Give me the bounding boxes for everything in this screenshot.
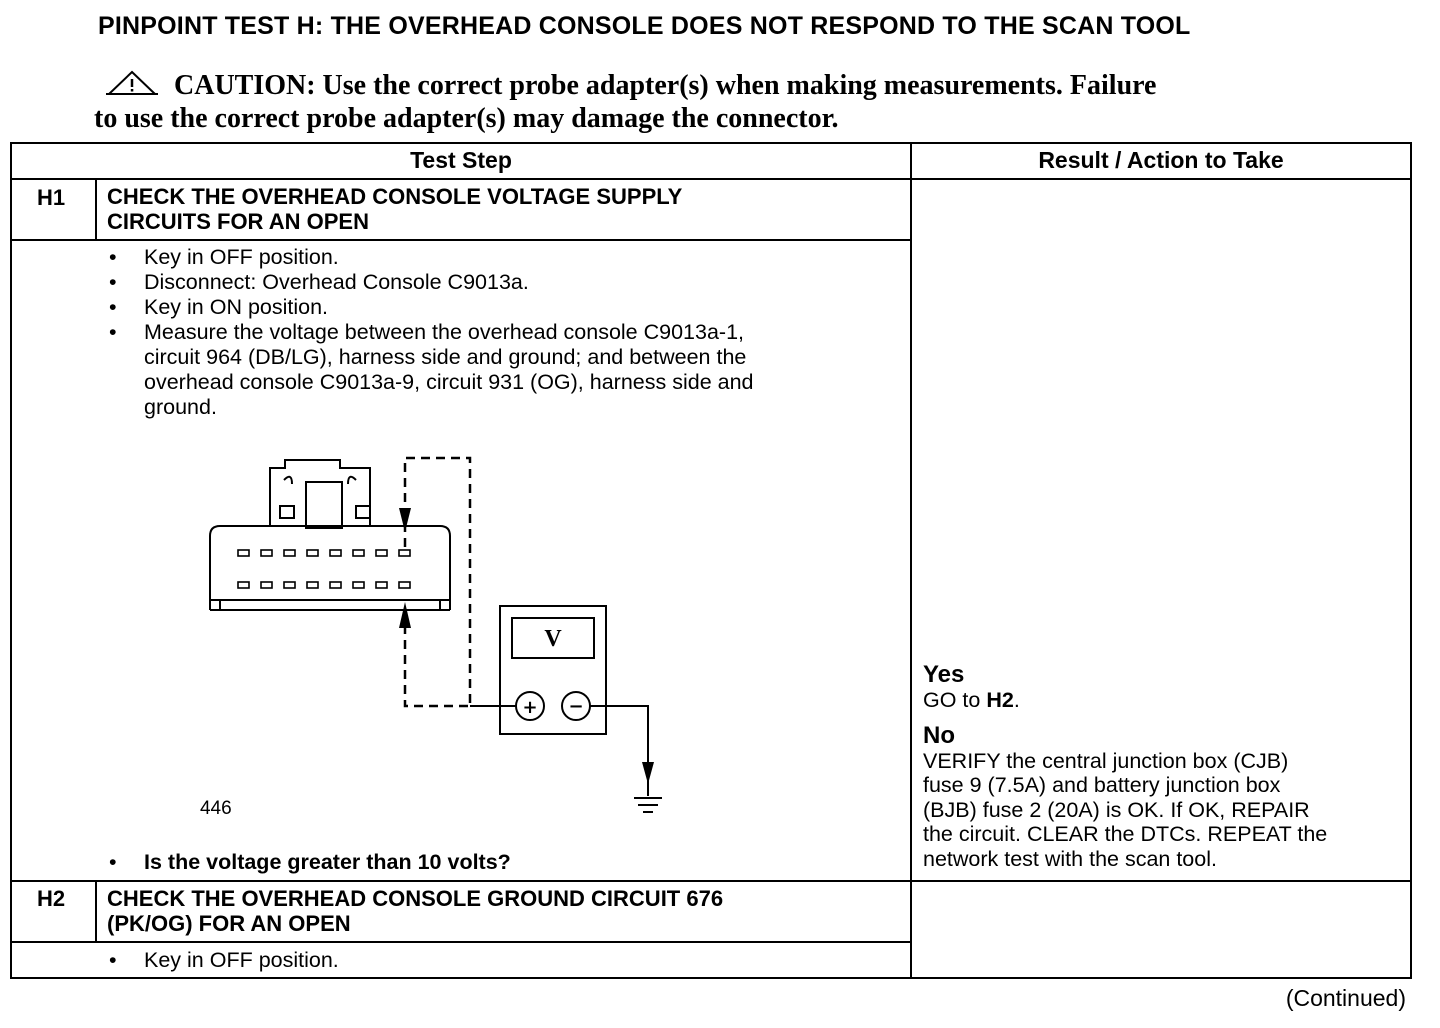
step-id-h1: H1: [37, 185, 66, 210]
step-title-h2-line2: (PK/OG) FOR AN OPEN: [107, 911, 351, 936]
page-title: PINPOINT TEST H: THE OVERHEAD CONSOLE DO…: [98, 12, 1191, 40]
list-item: Measure the voltage between the overhead…: [105, 320, 905, 420]
connector-pin: [329, 581, 342, 589]
list-item: Key in OFF position.: [105, 245, 905, 270]
connector-pin: [306, 581, 319, 589]
connector-pin: [237, 581, 250, 589]
bullet-line: overhead console C9013a-9, circuit 931 (…: [144, 370, 754, 394]
h1-bullet-list: Key in OFF position. Disconnect: Overhea…: [105, 245, 905, 420]
result-yes-target: H2: [986, 688, 1014, 712]
connector-pin: [260, 581, 273, 589]
step-id-divider-h2: [95, 881, 97, 943]
connector-pin: [398, 581, 411, 589]
connector-pin: [352, 549, 365, 557]
connector-pin: [398, 549, 411, 557]
step-title-h1-line1: CHECK THE OVERHEAD CONSOLE VOLTAGE SUPPL…: [107, 184, 683, 209]
figure-id: N0053446: [200, 798, 232, 819]
connector-pin: [260, 549, 273, 557]
caution-line-2: to use the correct probe adapter(s) may …: [94, 103, 839, 134]
step-title-h1: CHECK THE OVERHEAD CONSOLE VOLTAGE SUPPL…: [107, 184, 682, 234]
connector-voltmeter-diagram: V + − N0053446: [200, 456, 662, 819]
negative-terminal-icon: −: [568, 696, 583, 717]
continued-note: (Continued): [1285, 985, 1406, 1011]
result-no-line: (BJB) fuse 2 (20A) is OK. If OK, REPAIR: [923, 797, 1310, 822]
result-no-line: network test with the scan tool.: [923, 846, 1217, 871]
connector-pin: [237, 549, 250, 557]
h1-question: Is the voltage greater than 10 volts?: [109, 850, 511, 875]
connector-pin: [352, 581, 365, 589]
column-divider: [910, 142, 912, 979]
step-title-h1-line2: CIRCUITS FOR AN OPEN: [107, 209, 369, 234]
step-title-h2: CHECK THE OVERHEAD CONSOLE GROUND CIRCUI…: [107, 886, 723, 936]
result-yes-text: GO to: [923, 688, 987, 712]
list-item: Key in ON position.: [105, 295, 905, 320]
meter-label: V: [544, 626, 562, 652]
list-item: Disconnect: Overhead Console C9013a.: [105, 270, 905, 295]
connector-pin: [283, 581, 296, 589]
bullet-line: Measure the voltage between the overhead…: [144, 320, 745, 344]
connector-pin: [306, 549, 319, 557]
bullet-line: circuit 964 (DB/LG), harness side and gr…: [144, 345, 747, 369]
header-row-divider: [10, 178, 1412, 180]
result-no-label: No: [923, 721, 955, 749]
result-no-line: fuse 9 (7.5A) and battery junction box: [923, 773, 1281, 797]
connector-pin: [375, 581, 388, 589]
result-no-line: VERIFY the central junction box (CJB): [923, 748, 1289, 773]
connector-pin: [283, 549, 296, 557]
step-id-divider-h1: [95, 179, 97, 241]
result-yes-label: Yes: [923, 661, 965, 688]
h2-bullet-list: Key in OFF position.: [105, 948, 905, 973]
h1-result: Yes GO to H2. No VERIFY the central junc…: [923, 662, 1413, 871]
step-id-h2: H2: [37, 886, 66, 911]
column-header-result: Result / Action to Take: [1038, 147, 1284, 173]
warning-triangle-icon: [106, 70, 158, 103]
pinpoint-test-table: [10, 142, 1412, 979]
list-item: Key in OFF position.: [105, 948, 905, 973]
caution-note: CAUTION: Use the correct probe adapter(s…: [94, 70, 1294, 134]
h1-title-divider: [10, 239, 912, 241]
step-title-h2-line1: CHECK THE OVERHEAD CONSOLE GROUND CIRCUI…: [107, 886, 724, 911]
bullet-line: ground.: [144, 395, 217, 419]
connector-pin: [329, 549, 342, 557]
h2-title-divider: [10, 941, 912, 943]
result-yes-period: .: [1013, 688, 1020, 712]
connector-pin: [375, 549, 388, 557]
h1-h2-divider: [10, 880, 1412, 882]
caution-line-1: CAUTION: Use the correct probe adapter(s…: [174, 70, 1157, 101]
result-no-line: the circuit. CLEAR the DTCs. REPEAT the: [923, 822, 1328, 846]
result-yes-action: GO to H2.: [923, 688, 1413, 713]
positive-terminal-icon: +: [522, 697, 537, 718]
column-header-test-step: Test Step: [410, 147, 512, 173]
